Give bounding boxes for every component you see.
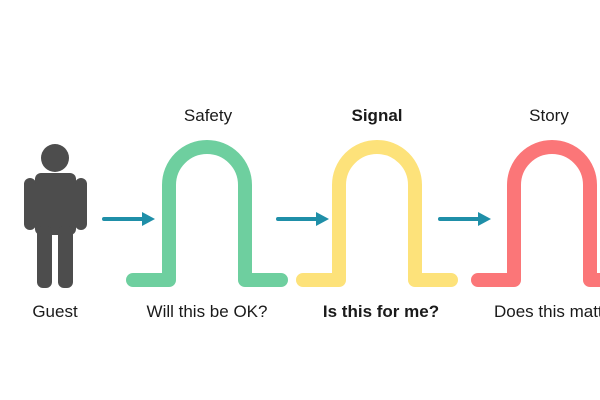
guest-label: Guest — [32, 302, 78, 321]
signal-gate — [296, 140, 458, 287]
arrow-to-story-icon — [438, 212, 491, 226]
story-title: Story — [529, 106, 569, 125]
signal-question: Is this for me? — [322, 302, 440, 321]
arrow-to-safety-icon — [102, 212, 155, 226]
person-icon — [24, 144, 87, 288]
story-question: Does this matt — [494, 302, 600, 321]
arrow-to-signal-icon — [276, 212, 329, 226]
signal-title: Signal — [351, 106, 403, 125]
safety-question: Will this be OK? — [146, 302, 268, 321]
story-gate — [471, 140, 600, 287]
safety-gate — [126, 140, 288, 287]
safety-title: Safety — [183, 106, 233, 125]
